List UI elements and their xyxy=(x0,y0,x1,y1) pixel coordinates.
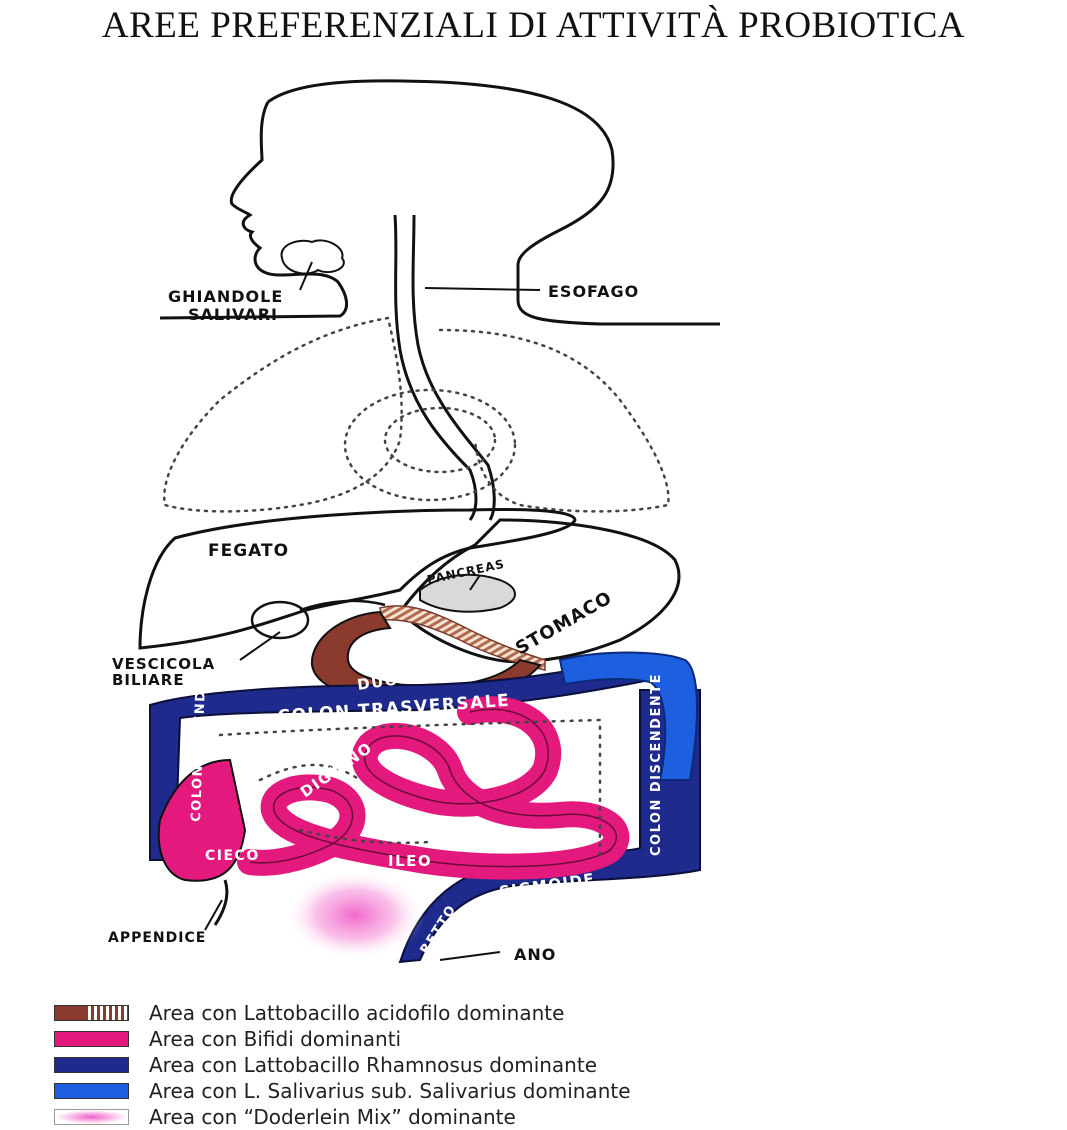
legend-item: Area con Bifidi dominanti xyxy=(54,1026,631,1052)
legend-swatch xyxy=(54,1109,129,1125)
label-salivari: SALIVARI xyxy=(188,305,278,324)
face-outline xyxy=(160,102,347,318)
legend-item: Area con Lattobacillo acidofilo dominant… xyxy=(54,1000,631,1026)
legend-text: Area con Lattobacillo acidofilo dominant… xyxy=(149,1001,564,1025)
legend: Area con Lattobacillo acidofilo dominant… xyxy=(54,1000,631,1130)
legend-text: Area con Bifidi dominanti xyxy=(149,1027,401,1051)
esophagus-inner xyxy=(413,215,494,520)
salivary-gland xyxy=(282,240,344,273)
legend-text: Area con L. Salivarius sub. Salivarius d… xyxy=(149,1079,631,1103)
esophagus xyxy=(395,215,476,520)
doderlein-area xyxy=(285,870,425,960)
label-appendice: APPENDICE xyxy=(108,930,206,946)
legend-text: Area con “Doderlein Mix” dominante xyxy=(149,1105,516,1129)
legend-swatch xyxy=(54,1057,129,1073)
label-cieco: CIECO xyxy=(205,848,260,864)
lungs-dotted xyxy=(164,318,668,511)
colon-salivarius xyxy=(560,653,697,781)
legend-swatch xyxy=(54,1083,129,1099)
label-ghiandole: GHIANDOLE xyxy=(168,287,283,306)
label-colon-discendente: COLON DISCENDENTE xyxy=(649,673,664,856)
heart-dotted xyxy=(345,390,515,500)
legend-text: Area con Lattobacillo Rhamnosus dominant… xyxy=(149,1053,597,1077)
label-esofago: ESOFAGO xyxy=(548,282,639,301)
label-ileo: ILEO xyxy=(388,852,432,870)
label-ano: ANO xyxy=(514,945,556,964)
label-biliare: BILIARE xyxy=(112,671,185,689)
digestive-system-diagram: GHIANDOLE SALIVARI ESOFAGO FEGATO PANCRE… xyxy=(0,0,1067,1000)
legend-swatch xyxy=(54,1005,129,1021)
label-fegato: FEGATO xyxy=(208,541,289,561)
head-outline xyxy=(268,81,720,324)
legend-item: Area con “Doderlein Mix” dominante xyxy=(54,1104,631,1130)
legend-item: Area con Lattobacillo Rhamnosus dominant… xyxy=(54,1052,631,1078)
legend-swatch xyxy=(54,1031,129,1047)
legend-item: Area con L. Salivarius sub. Salivarius d… xyxy=(54,1078,631,1104)
